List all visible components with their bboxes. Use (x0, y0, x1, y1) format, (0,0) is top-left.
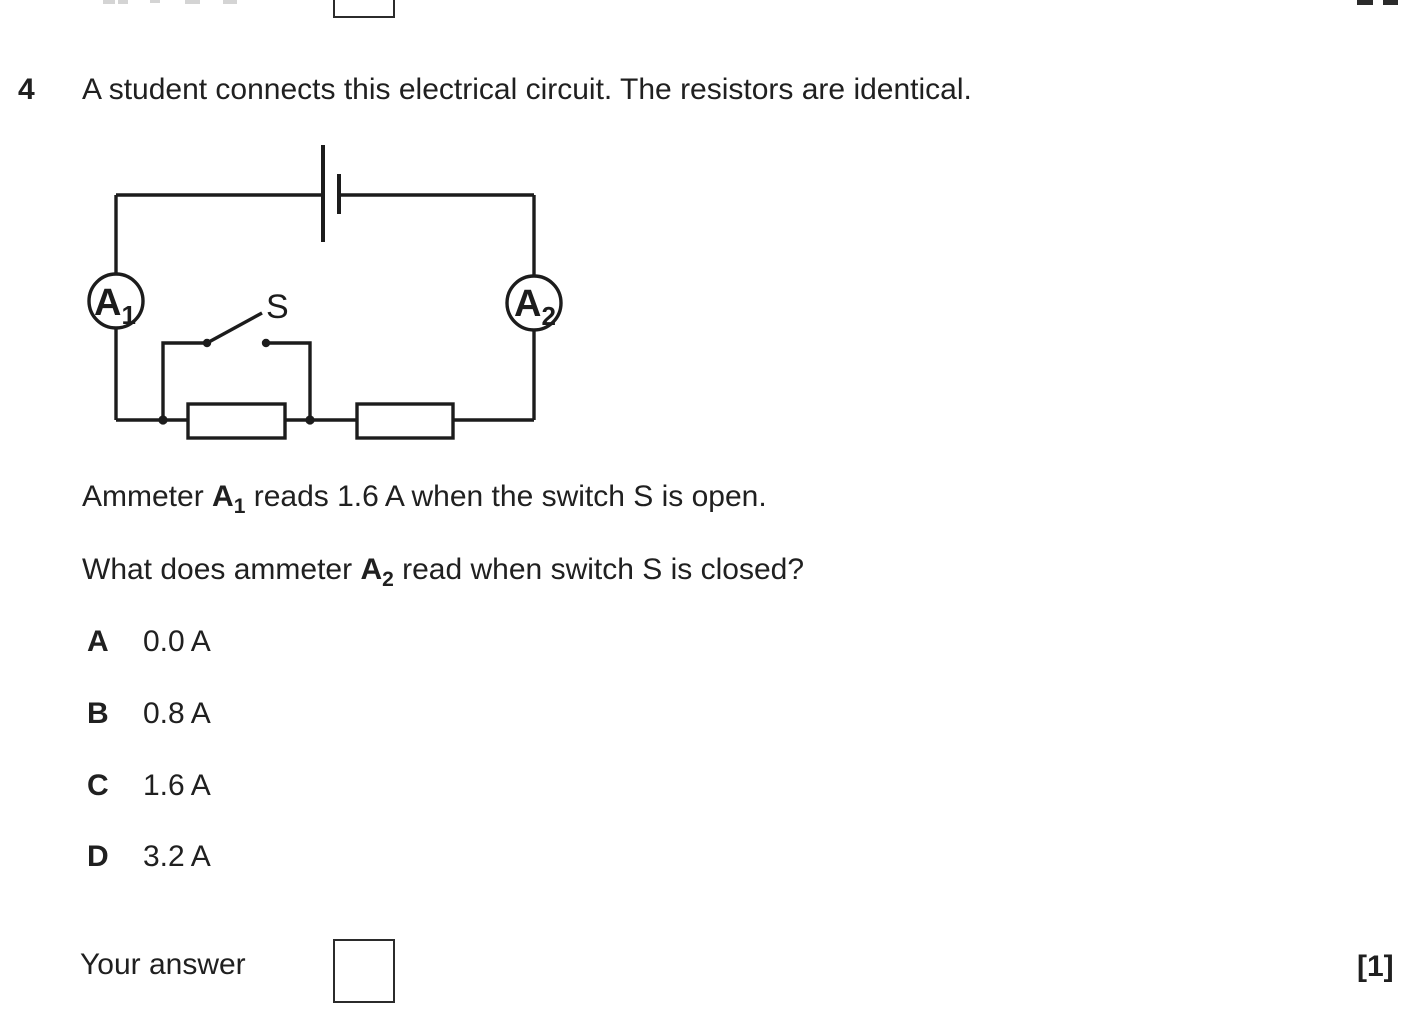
previous-text-remnant (103, 0, 115, 4)
ammeter1-label: A1 (94, 282, 136, 330)
previous-marks-remnant (1357, 0, 1373, 5)
previous-answer-box[interactable] (333, 0, 395, 18)
statement-text: read when switch S is closed? (393, 553, 804, 586)
option-b-letter: B (87, 697, 109, 730)
option-a: A 0.0 A (87, 625, 211, 659)
ammeter2-circle (505, 274, 563, 332)
option-c-value: 1.6 A (143, 769, 211, 802)
option-a-letter: A (87, 625, 109, 658)
option-b-value: 0.8 A (143, 697, 211, 730)
option-b: B 0.8 A (87, 697, 211, 731)
option-c-letter: C (87, 769, 109, 802)
option-d: D 3.2 A (87, 840, 211, 874)
previous-text-remnant (223, 0, 237, 4)
marks-label: [1] (1357, 950, 1394, 983)
switch-blade (206, 311, 263, 345)
junction-dot-left (158, 415, 168, 425)
switch-contact-left-dot (202, 338, 212, 348)
statement-text: What does ammeter (82, 553, 361, 586)
circuit-diagram: A1 A2 S (87, 145, 563, 440)
question-header: 4 A student connects this electrical circ… (18, 73, 972, 107)
question-prompt: A student connects this electrical circu… (82, 73, 972, 106)
junction-dot-right (305, 415, 315, 425)
resistor2 (355, 402, 455, 440)
resistor1 (186, 402, 287, 440)
answer-box[interactable] (333, 939, 395, 1003)
ammeter1-subscript: 1 (233, 495, 246, 518)
your-answer-label: Your answer (80, 948, 246, 981)
statement-text: reads 1.6 A when the switch S is open. (245, 480, 767, 513)
option-a-value: 0.0 A (143, 625, 211, 658)
previous-marks-remnant (1383, 0, 1398, 5)
switch-branch-wire (161, 341, 312, 420)
previous-text-remnant (118, 0, 128, 4)
previous-text-remnant (150, 0, 160, 3)
statement-ammeter1-reading: Ammeter A1 reads 1.6 A when the switch S… (82, 480, 767, 517)
ammeter1-symbol: A (212, 480, 234, 513)
previous-text-remnant (185, 0, 200, 4)
switch-label: S (266, 288, 289, 326)
option-d-letter: D (87, 840, 109, 873)
ammeter2-label: A2 (514, 283, 556, 331)
statement-text: Ammeter (82, 480, 213, 513)
ammeter2-symbol: A (360, 553, 383, 586)
statement-question: What does ammeter A2 read when switch S … (82, 553, 804, 590)
option-c: C 1.6 A (87, 769, 211, 803)
question-number: 4 (18, 73, 35, 106)
ammeter1-circle (87, 272, 145, 330)
option-d-value: 3.2 A (143, 840, 211, 873)
switch-contact-right-dot (261, 338, 271, 348)
ammeter2-subscript: 2 (382, 568, 394, 591)
